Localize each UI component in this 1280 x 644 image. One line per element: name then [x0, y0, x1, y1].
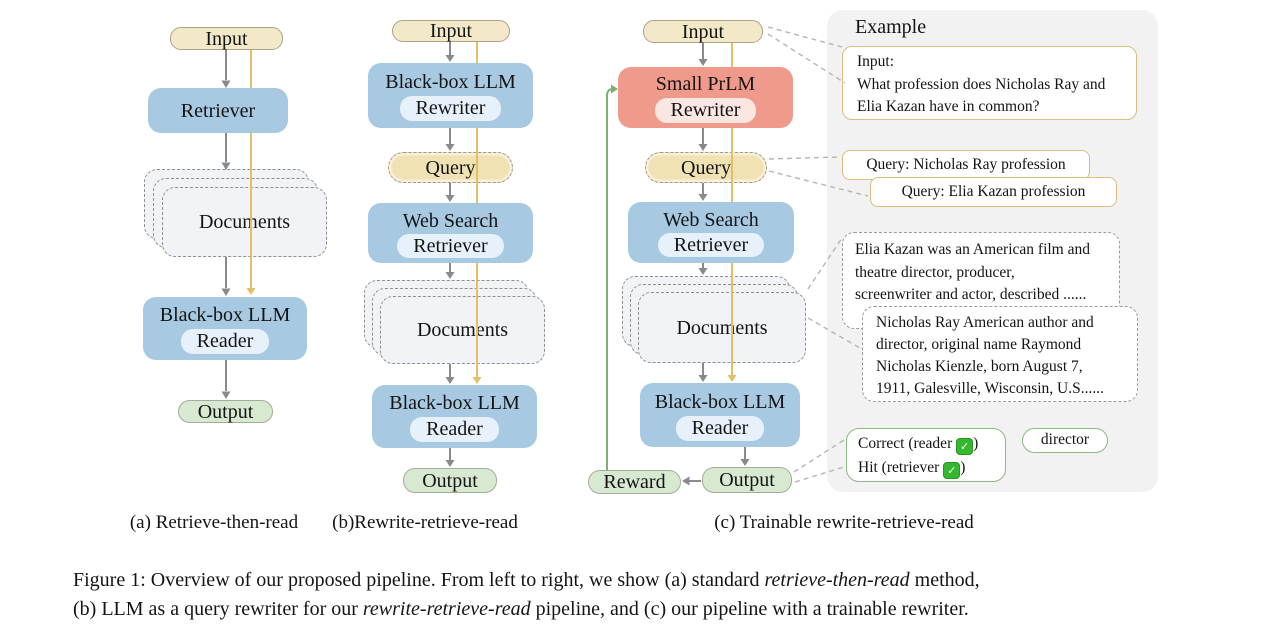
web-search-title-b: Web Search — [402, 209, 499, 232]
retriever-node-a: Retriever — [148, 88, 288, 133]
input-node-b: Input — [392, 20, 510, 42]
input-label-b: Input — [429, 20, 473, 42]
example-title: Example — [855, 16, 927, 38]
rewriter-title-b: Black-box LLM — [385, 71, 516, 93]
documents-node-c: Documents — [638, 292, 806, 363]
pipeline-label-b: (b)Rewrite-retrieve-read — [332, 512, 518, 533]
query-node-b: Query — [388, 152, 513, 183]
rewriter-node-c: Small PrLM Rewriter — [618, 67, 793, 128]
pipeline-label-a: (a) Retrieve-then-read — [129, 512, 299, 533]
check-icon: ✓ — [956, 438, 974, 455]
caption-line-2: (b) LLM as a query rewriter for our rewr… — [73, 595, 969, 624]
reader-title-c: Black-box LLM — [654, 390, 786, 413]
reader-node-a: Black-box LLM Reader — [143, 297, 307, 360]
web-search-title-c: Web Search — [663, 209, 759, 231]
example-query-2-text: Query: Elia Kazan profession — [901, 182, 1086, 200]
reader-node-b: Black-box LLM Reader — [372, 385, 537, 448]
query-label-c: Query — [681, 156, 731, 179]
result-line2-text: Hit (retriever — [858, 459, 944, 476]
example-input-box: Input: What profession does Nicholas Ray… — [842, 46, 1137, 120]
example-doc1-line3: screenwriter and actor, described ...... — [855, 286, 1087, 303]
example-doc1-line1: Elia Kazan was an American film and — [855, 241, 1090, 258]
output-node-b: Output — [403, 468, 497, 493]
example-query-1-text: Query: Nicholas Ray profession — [866, 155, 1066, 173]
input-node-c: Input — [643, 20, 763, 43]
caption2-pre: (b) LLM as a query rewriter for our — [73, 598, 363, 620]
caption1-post: method, — [909, 569, 980, 591]
query-label-b: Query — [425, 156, 476, 179]
example-answer-text: director — [1040, 431, 1090, 449]
check-icon: ✓ — [943, 462, 961, 479]
web-search-retriever-node-b: Web Search Retriever — [368, 203, 533, 263]
example-doc-box-2: Nicholas Ray American author and directo… — [862, 306, 1138, 402]
example-input-line3: Elia Kazan have in common? — [857, 98, 1040, 115]
reward-feedback-line — [606, 84, 618, 470]
documents-label-b: Documents — [416, 319, 509, 341]
reader-inner-pill-a: Reader — [180, 329, 270, 354]
example-result-box: Correct (reader ✓) Hit (retriever ✓) — [846, 428, 1006, 482]
retriever-inner-pill-b: Retriever — [397, 233, 504, 258]
rewriter-inner-pill-b: Rewriter — [399, 96, 502, 121]
reader-node-c: Black-box LLM Reader — [640, 383, 800, 447]
example-doc1-line2: theatre director, producer, — [855, 263, 1015, 281]
output-label-c: Output — [719, 469, 775, 491]
caption-line-1: Figure 1: Overview of our proposed pipel… — [73, 566, 980, 595]
result-line1-text: Correct (reader — [858, 435, 957, 452]
example-input-line2: What profession does Nicholas Ray and — [857, 75, 1106, 93]
output-node-c: Output — [702, 467, 792, 493]
output-node-a: Output — [178, 400, 273, 423]
example-doc2-line1: Nicholas Ray American author and — [876, 314, 1094, 331]
output-label-a: Output — [197, 400, 254, 423]
result-line1-close: ) — [973, 435, 979, 452]
reward-node-c: Reward — [588, 470, 681, 494]
reader-inner-pill-c: Reader — [675, 415, 765, 441]
input-label-a: Input — [205, 27, 248, 50]
documents-node-b: Documents — [380, 296, 545, 364]
example-result-line1: Correct (reader ✓) — [858, 432, 1005, 456]
example-result-line2: Hit (retriever ✓) — [858, 456, 1005, 480]
reader-title-a: Black-box LLM — [159, 304, 291, 326]
reader-inner-pill-b: Reader — [410, 417, 499, 442]
example-doc2-line2: director, original name Raymond — [876, 336, 1082, 353]
retriever-inner-pill-c: Retriever — [657, 233, 765, 257]
query-node-c: Query — [645, 152, 767, 183]
documents-node-a: Documents — [162, 187, 327, 257]
caption1-pre: Figure 1: Overview of our proposed pipel… — [73, 569, 765, 591]
caption2-post: pipeline, and (c) our pipeline with a tr… — [530, 598, 969, 620]
caption2-italic: rewrite-retrieve-read — [362, 598, 531, 620]
example-input-line1: Input: — [857, 53, 895, 70]
result-line2-close: ) — [960, 459, 966, 476]
caption1-italic: retrieve-then-read — [764, 569, 910, 591]
rewriter-inner-pill-c: Rewriter — [654, 98, 757, 123]
input-label-c: Input — [681, 20, 725, 43]
reader-title-b: Black-box LLM — [389, 392, 520, 414]
output-label-b: Output — [422, 469, 478, 492]
example-query-box-1: Query: Nicholas Ray profession — [842, 150, 1090, 180]
reward-label-c: Reward — [603, 471, 666, 493]
web-search-retriever-node-c: Web Search Retriever — [628, 202, 794, 263]
documents-label-c: Documents — [676, 316, 768, 339]
retriever-label-a: Retriever — [180, 99, 256, 122]
example-query-box-2: Query: Elia Kazan profession — [870, 177, 1117, 207]
documents-label-a: Documents — [198, 211, 291, 233]
rewriter-title-c: Small PrLM — [655, 73, 756, 95]
input-node-a: Input — [170, 27, 283, 50]
rewriter-node-b: Black-box LLM Rewriter — [368, 63, 533, 128]
example-doc2-line3: Nicholas Kienzle, born August 7, — [876, 358, 1083, 375]
example-answer-box: director — [1022, 428, 1108, 453]
example-doc2-line4: 1911, Galesville, Wisconsin, U.S...... — [876, 380, 1104, 397]
pipeline-label-c: (c) Trainable rewrite-retrieve-read — [714, 512, 974, 533]
